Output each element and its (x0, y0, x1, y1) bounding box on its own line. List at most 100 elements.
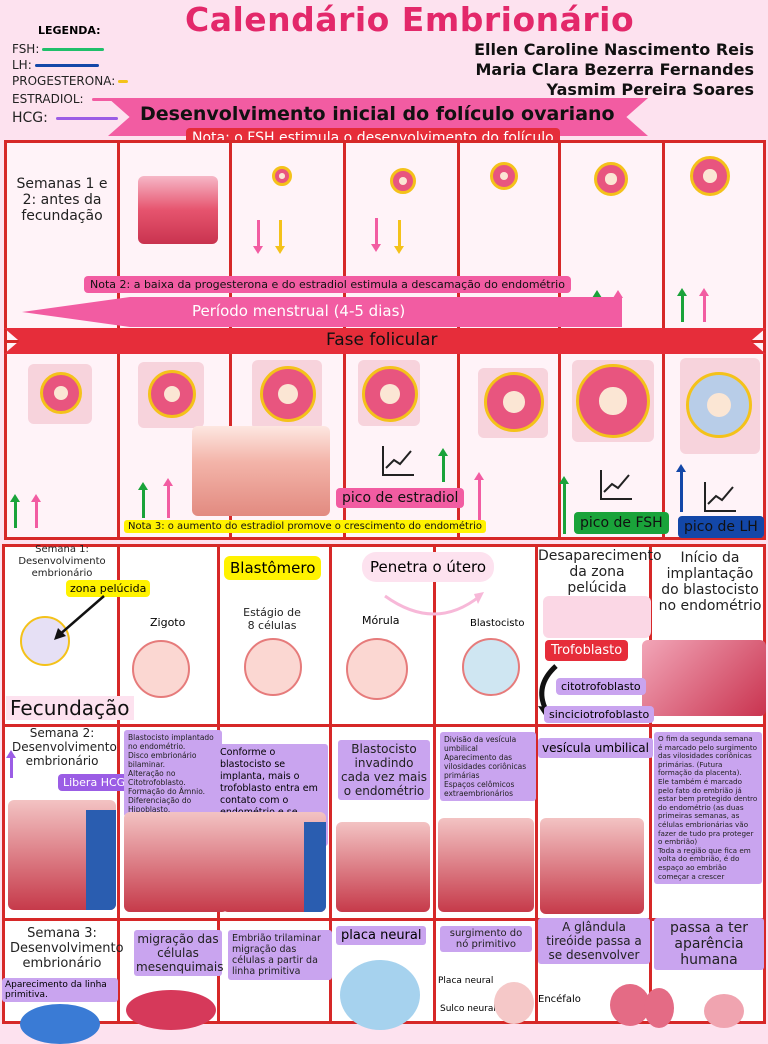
citotrofoblasto-label: citotrofoblasto (556, 678, 646, 695)
invasion-diagram (336, 822, 430, 912)
placa-neural-diagram-label: Placa neural (438, 976, 494, 986)
vesicle-diagram (438, 818, 534, 912)
blastomero-label: Blastômero (224, 556, 322, 580)
peak-estradiol-label: pico de estradiol (336, 488, 465, 508)
eight-cell-image (244, 638, 302, 696)
embryo-image (610, 984, 650, 1026)
embryo-image (704, 994, 744, 1028)
embryo-image (126, 990, 216, 1030)
endometrium-growth-image (192, 426, 330, 516)
follicle-image (478, 368, 548, 438)
bullets-week3: Embrião trilaminar migração das células … (228, 930, 332, 980)
ovulation-image (680, 358, 760, 454)
fsh-up-arrow (559, 476, 569, 534)
sulco-neural-diagram-label: Sulco neural (440, 1004, 496, 1014)
fsh-up-arrow (10, 494, 20, 528)
week-1-label: Semana 1: Desenvolvimento embrionário (18, 544, 106, 579)
follicle-icon (690, 156, 730, 196)
estradiol-down-arrow (371, 218, 381, 252)
follicle-image (252, 360, 322, 430)
curved-arrow (384, 592, 484, 616)
zygote-image (132, 640, 190, 698)
menstrual-band (22, 297, 622, 327)
follicle-icon (272, 166, 292, 186)
no-primitivo-label: surgimento do nó primitivo (440, 926, 532, 952)
neural-groove-image (494, 982, 534, 1024)
progesterona-down-arrow (275, 220, 285, 254)
fsh-up-arrow (438, 448, 448, 482)
linha-primitiva-label: Aparecimento da linha primitiva. (2, 978, 118, 1002)
lh-up-arrow (676, 464, 686, 512)
blastocisto-label: Blastocisto (470, 618, 525, 629)
weeks-1-2-label: Semanas 1 e 2: antes da fecundação (16, 176, 108, 224)
peak-lh-label: pico de LH (678, 516, 764, 538)
peak-fsh-label: pico de FSH (574, 512, 669, 534)
chart-up-icon (382, 446, 414, 476)
aparencia-humana-label: passa a ter aparência humana (654, 918, 764, 970)
inicio-implantacao-label: Início da implantação do blastocisto no … (658, 550, 762, 614)
implantation-diagram (8, 800, 116, 910)
encefalo-label: Encéfalo (538, 994, 581, 1005)
bullets-week2-a: Blastocisto implantado no endométrio. Di… (124, 730, 222, 817)
estradiol-up-arrow (31, 494, 41, 528)
libera-hcg-label: Libera HCG (58, 774, 131, 791)
fertilization-image (20, 616, 70, 666)
menstrual-label: Período menstrual (4-5 dias) (192, 302, 406, 320)
authors: Ellen Caroline Nascimento Reis Maria Cla… (474, 40, 754, 99)
hcg-up-arrow (6, 750, 16, 778)
follicular-phase-label: Fase folicular (326, 330, 438, 350)
sinciciotrofoblasto-label: sinciciotrofoblasto (544, 706, 655, 723)
morula-image (346, 638, 408, 700)
zigoto-label: Zigoto (150, 616, 186, 629)
penetra-utero-label: Penetra o útero (362, 552, 495, 582)
trofoblasto-label: Trofoblasto (545, 640, 629, 661)
embryo-image (644, 988, 674, 1028)
invadindo-text: Blastocisto invadindo cada vez mais o en… (338, 740, 430, 800)
follicle-image (138, 362, 204, 428)
follicle-image (358, 360, 420, 426)
tireoide-label: A glândula tireóide passa a se desenvolv… (538, 918, 650, 964)
vesicula-label: vesícula umbilical (538, 738, 653, 758)
follicle-icon (390, 168, 416, 194)
oito-celulas-label: Estágio de 8 células (243, 606, 301, 632)
implantation-diagram (222, 812, 326, 912)
week-3-label: Semana 3: Desenvolvimento embrionário (10, 926, 124, 971)
note-2: Nota 2: a baixa da progesterona e do est… (84, 276, 571, 293)
fsh-up-arrow (138, 482, 148, 518)
bullets-week2-c: O fim da segunda semana é marcado pelo s… (654, 732, 762, 885)
embryo-image (20, 1004, 100, 1044)
bullets-week2-b: Divisão da vesícula umbilical Aparecimen… (440, 732, 536, 801)
zona-pelucida-label: zona pelúcida (66, 580, 151, 597)
progesterona-down-arrow (394, 220, 404, 254)
estradiol-up-arrow (699, 288, 709, 322)
legend-hcg: HCG: (12, 110, 118, 126)
follicle-icon (490, 162, 518, 190)
fecundacao-label: Fecundação (6, 696, 134, 720)
legend-title: LEGENDA: (38, 24, 101, 37)
implantation-diagram (124, 812, 228, 912)
follicle-image (572, 360, 654, 442)
page-title: Calendário Embrionário (185, 0, 635, 39)
note-3: Nota 3: o aumento do estradiol promove o… (124, 520, 486, 533)
blastocyst-image (462, 638, 520, 696)
follicular-phase-band (4, 328, 766, 354)
migracao-label: migração das células mesenquimais (134, 930, 224, 976)
follicle-image (28, 364, 92, 424)
legend-progesterona: PROGESTERONA: (12, 74, 129, 88)
morula-label: Mórula (362, 614, 400, 627)
legend-fsh: FSH: (12, 42, 105, 56)
week-2-label: Semana 2: Desenvolvimento embrionário (12, 726, 117, 768)
chart-up-icon (600, 470, 632, 500)
pointer-arrow (54, 595, 105, 640)
desaparecimento-label: Desaparecimento da zona pelúcida (538, 548, 662, 596)
chart-up-icon (704, 482, 736, 512)
fsh-up-arrow (677, 288, 687, 322)
estradiol-up-arrow (163, 478, 173, 518)
placa-neural-label: placa neural (336, 926, 427, 945)
endometrium-image (138, 176, 218, 244)
follicle-icon (594, 162, 628, 196)
zona-disappearance-image (543, 596, 651, 638)
uterus-image (642, 640, 766, 716)
estradiol-up-arrow (474, 472, 484, 530)
legend-lh: LH: (12, 58, 99, 72)
